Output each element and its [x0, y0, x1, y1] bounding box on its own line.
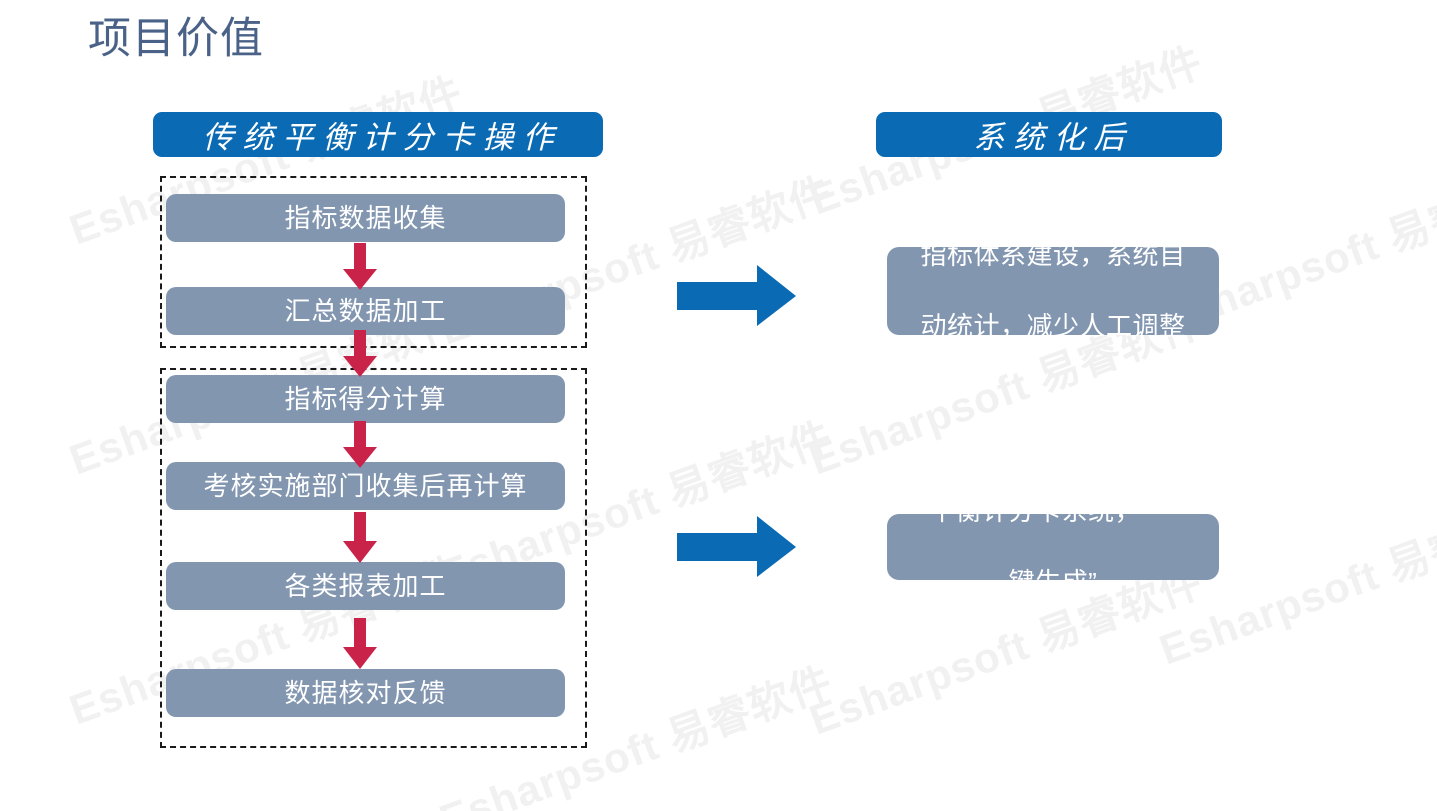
process-box-step-1: 指标数据收集	[166, 194, 565, 242]
down-arrow-icon	[337, 243, 383, 291]
down-arrow-icon	[337, 421, 383, 469]
down-arrow-icon	[337, 618, 383, 670]
down-arrow-icon	[337, 330, 383, 378]
process-box-step-6: 数据核对反馈	[166, 669, 565, 717]
result-box-1-line-2: 动统计，减少人工调整	[920, 310, 1186, 341]
result-box-1-line-1: 指标体系建设，系统自	[920, 240, 1186, 271]
banner-traditional-process: 传统平衡计分卡操作	[153, 112, 603, 157]
process-box-step-4: 考核实施部门收集后再计算	[166, 462, 565, 510]
result-box-2-line-1: 平衡计分卡系统，“一	[929, 496, 1177, 527]
page-title: 项目价值	[88, 15, 264, 63]
banner-systemized: 系统化后	[876, 112, 1222, 157]
dashed-group-1	[160, 176, 587, 348]
right-arrow-icon	[677, 516, 797, 578]
process-box-step-5: 各类报表加工	[166, 562, 565, 610]
dashed-group-2	[160, 368, 587, 748]
result-box-1: 指标体系建设，系统自动统计，减少人工调整	[887, 240, 1219, 341]
right-arrow-icon	[677, 265, 797, 327]
result-box-2: 平衡计分卡系统，“一键生成”	[887, 496, 1219, 597]
result-box-1-text: 指标体系建设，系统自动统计，减少人工调整	[901, 238, 1205, 343]
process-box-step-2: 汇总数据加工	[166, 287, 565, 335]
result-box-2-line-2: 键生成”	[1008, 566, 1098, 597]
process-box-step-3: 指标得分计算	[166, 375, 565, 423]
result-box-2-text: 平衡计分卡系统，“一键生成”	[901, 494, 1205, 599]
down-arrow-icon	[337, 512, 383, 564]
